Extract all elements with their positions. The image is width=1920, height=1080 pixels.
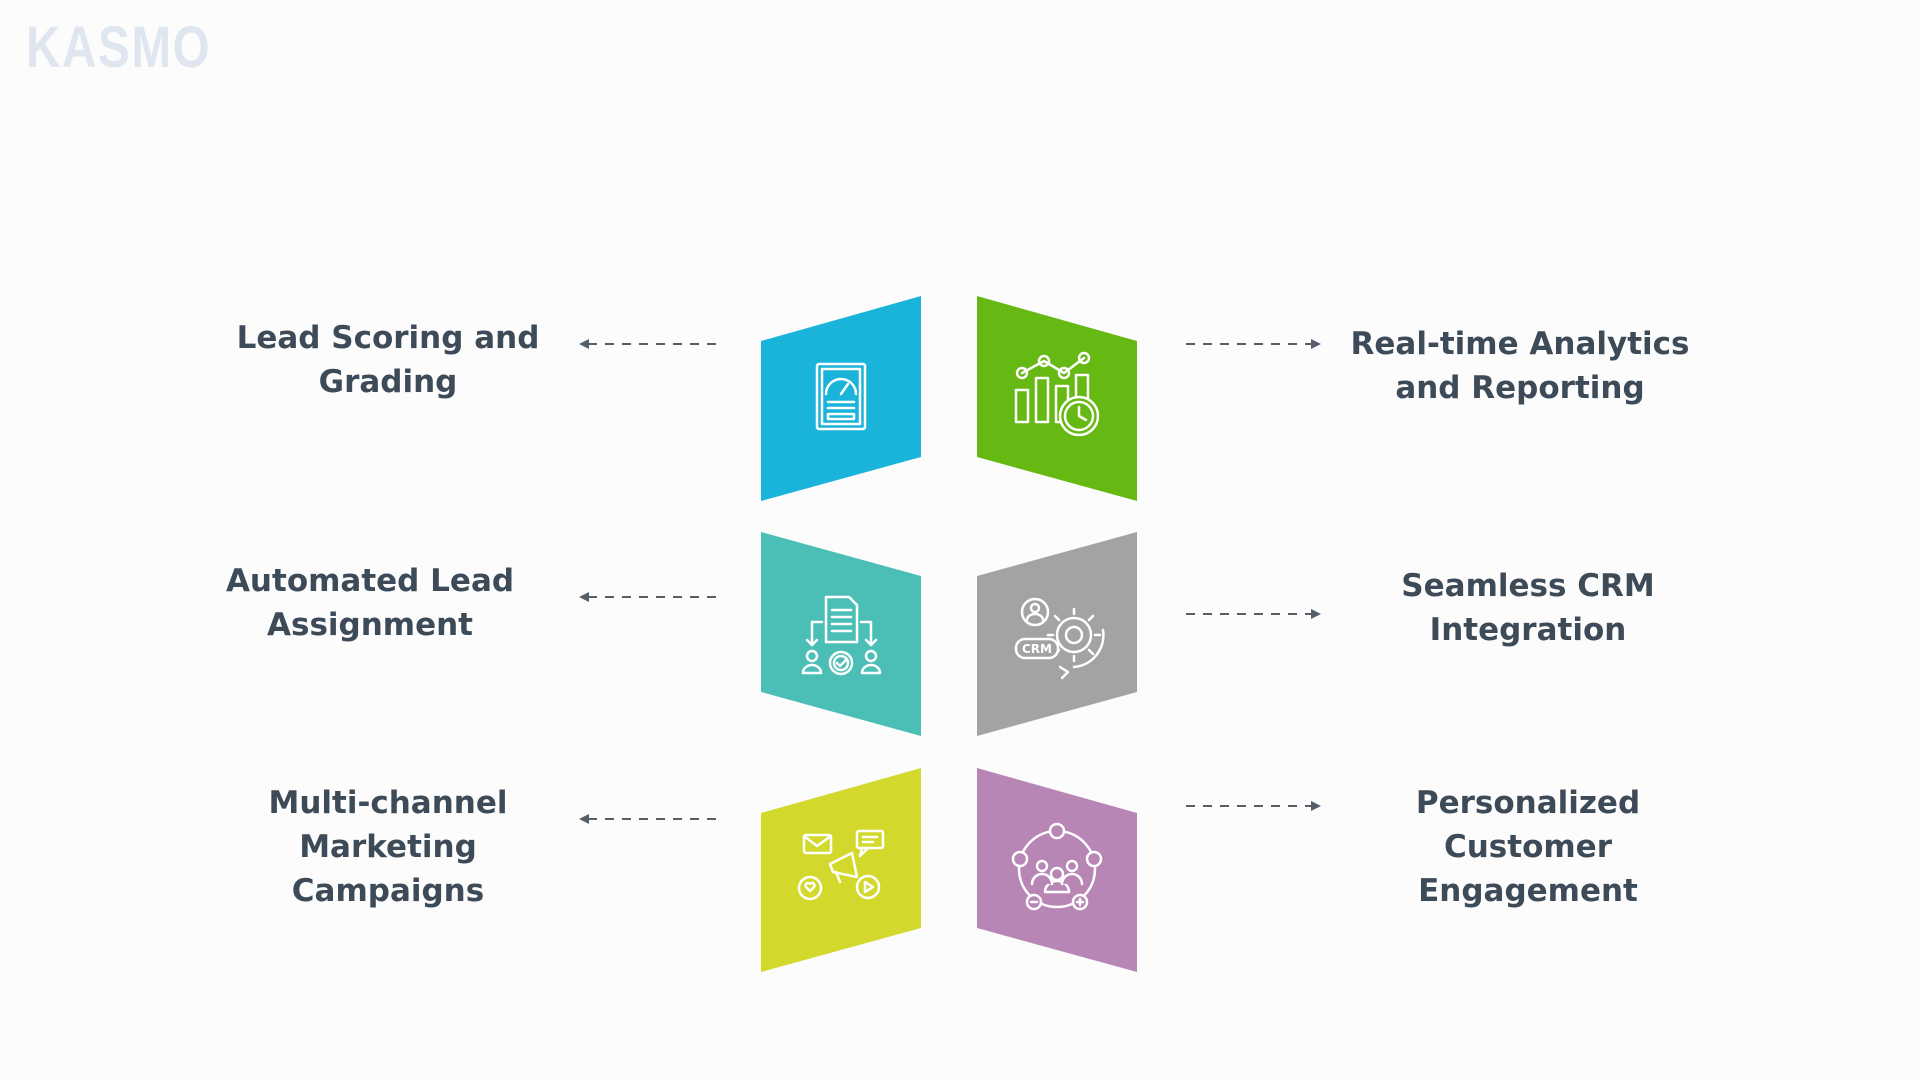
crm-gear-icon [1014,597,1105,680]
analytics-clock-icon [1014,351,1100,437]
feature-block-lead-assignment [761,532,921,736]
feature-block-lead-scoring [761,296,921,501]
crm-icon-text: CRM [1022,642,1052,656]
megaphone-channels-icon [797,829,885,901]
customer-network-icon [1011,822,1103,911]
feature-label-lead-scoring: Lead Scoring and Grading [236,320,540,400]
lead-assignment-icon [801,595,882,676]
kasmo-logo: KASMO [26,15,212,80]
feature-label-engagement: Personalized Customer Engagement [1415,785,1641,909]
feature-label-analytics: Real-time Analytics and Reporting [1350,326,1690,406]
feature-block-marketing [761,768,921,972]
feature-label-crm: Seamless CRM Integration [1401,568,1655,648]
feature-label-lead-assignment: Automated Lead Assignment [225,563,515,643]
feature-label-marketing: Multi-channel Marketing Campaigns [268,785,508,909]
scorecard-icon [815,362,867,431]
